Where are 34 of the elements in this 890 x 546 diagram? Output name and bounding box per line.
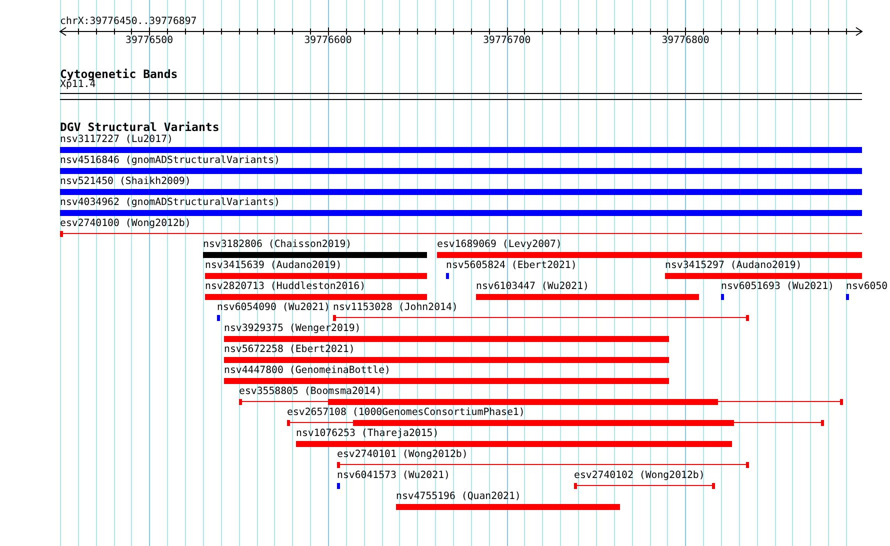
feature-label: nsv6051693 (Wu2021): [721, 281, 834, 293]
feature-label: nsv3117227 (Lu2017): [60, 134, 173, 146]
feature-label: nsv5605824 (Ebert2021): [446, 260, 577, 272]
feature-label: nsv6054090 (Wu2021): [217, 302, 330, 314]
location-title: chrX:39776450..39776897: [60, 16, 197, 28]
track-title: Cytogenetic Bands: [60, 67, 178, 81]
feature-label: nsv3415297 (Audano2019): [665, 260, 802, 272]
feature-label: nsv4516846 (gnomADStructuralVariants): [60, 155, 280, 167]
track-title: DGV Structural Variants: [60, 120, 220, 134]
feature-label: nsv3929375 (Wenger2019): [224, 323, 361, 335]
tick-label: 39776500: [126, 34, 174, 46]
feature-label: esv2740101 (Wong2012b): [337, 449, 468, 461]
feature-label: nsv1153028 (John2014): [333, 302, 458, 314]
feature-label: nsv6103447 (Wu2021): [476, 281, 589, 293]
feature-label: nsv3182806 (Chaisson2019): [203, 239, 352, 251]
feature-label: esv1689069 (Levy2007): [437, 239, 562, 251]
feature-label: nsv4034962 (gnomADStructuralVariants): [60, 197, 280, 209]
tick-label: 39776700: [483, 34, 531, 46]
feature-label: nsv521450 (Shaikh2009): [60, 176, 191, 188]
feature-label: esv2740100 (Wong2012b): [60, 218, 191, 230]
feature-label: nsv5672258 (Ebert2021): [224, 344, 355, 356]
feature-label: esv2657108 (1000GenomesConsortiumPhase1): [287, 407, 525, 419]
feature-label: esv2740102 (Wong2012b): [574, 470, 705, 482]
feature-label: nsv1076253 (Thareja2015): [296, 428, 439, 440]
feature-label: nsv2820713 (Huddleston2016): [205, 281, 366, 293]
feature-label: nsv6050: [846, 281, 888, 293]
feature-label: nsv3415639 (Audano2019): [205, 260, 342, 272]
feature-label: esv3558805 (Boomsma2014): [239, 386, 382, 398]
feature-label: nsv4755196 (Quan2021): [396, 491, 521, 503]
band-label: Xp11.4: [60, 79, 96, 91]
tick-label: 39776800: [662, 34, 710, 46]
feature-label: nsv4447800 (GenomeinaBottle): [224, 365, 390, 377]
feature-label: nsv6041573 (Wu2021): [337, 470, 450, 482]
tick-label: 39776600: [304, 34, 352, 46]
